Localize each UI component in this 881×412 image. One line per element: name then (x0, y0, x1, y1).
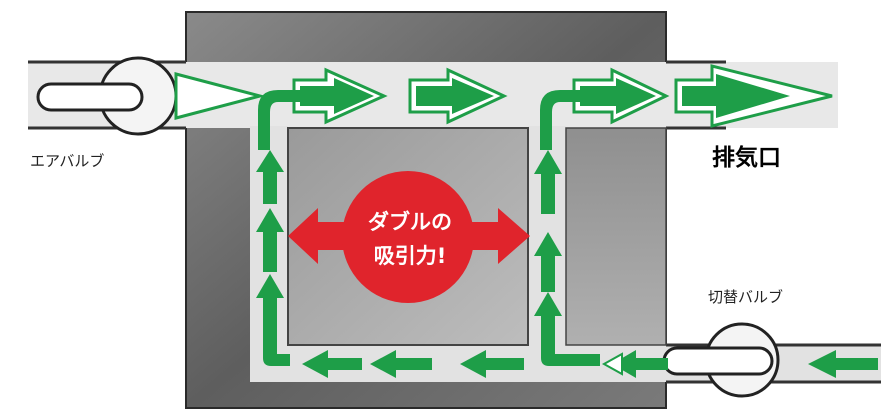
air-valve-label: エアバルブ (30, 152, 105, 170)
bottom-flow-arrows (302, 350, 878, 378)
center-caption-line2: 吸引力! (373, 244, 447, 268)
switch-valve-label: 切替バルブ (708, 288, 784, 306)
center-caption-line1: ダブルの (368, 210, 452, 234)
center-caption: ダブルの 吸引力! (330, 205, 490, 273)
right-block (565, 127, 667, 346)
exhaust-label: 排気口 (712, 145, 781, 171)
right-flow-arrows (534, 90, 600, 366)
switch-valve-icon (662, 322, 780, 398)
air-valve-icon (36, 56, 178, 136)
left-flow-arrows (256, 90, 300, 366)
double-suction-circle (288, 171, 530, 303)
